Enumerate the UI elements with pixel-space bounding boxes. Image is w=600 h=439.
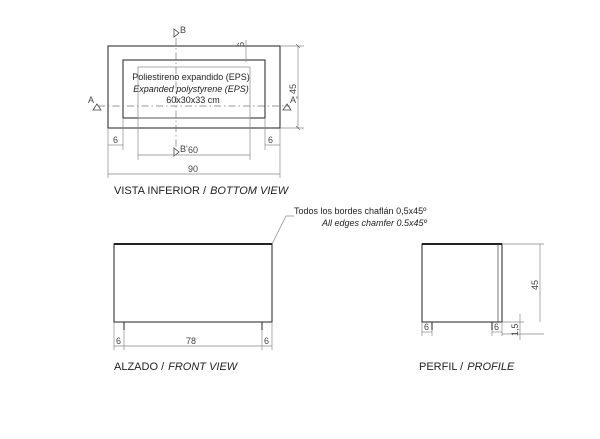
eps-size: 60x30x33 cm <box>166 95 220 105</box>
profile-view-title-es: PERFIL / <box>419 361 464 373</box>
section-a-label: A <box>88 95 94 105</box>
eps-label-en: Expanded polystyrene (EPS) <box>133 84 249 94</box>
bottom-view-title: VISTA INFERIOR /BOTTOM VIEW <box>114 185 290 197</box>
front-dim-right-6: 6 <box>264 336 269 346</box>
front-dim-inner-78: 78 <box>186 336 196 346</box>
front-view: 6 78 6 ALZADO /FRONT VIEW <box>113 243 273 373</box>
profile-dim-left-6: 6 <box>424 322 429 332</box>
profile-view-body <box>421 243 503 323</box>
section-b-label: B <box>180 25 186 35</box>
bottom-view: A A' B B' Poliestireno expandido (EPS) E… <box>88 25 304 197</box>
front-view-body <box>113 243 273 323</box>
chamfer-note-en: All edges chamfer 0.5x45º <box>321 218 428 228</box>
dim-inner-60: 60 <box>188 145 198 155</box>
section-a-arrow-icon <box>92 103 102 111</box>
section-a-prime-label: A' <box>290 95 298 105</box>
profile-view: 6 6 45 1,5 PERFIL /PROFILE <box>419 243 544 373</box>
dim-top-6: 6 <box>236 42 246 47</box>
eps-block <box>137 66 251 119</box>
section-a-prime-arrow-icon <box>282 103 292 111</box>
profile-dim-base-1-5: 1,5 <box>510 323 520 336</box>
dim-total-90: 90 <box>188 164 198 174</box>
bottom-view-title-es: VISTA INFERIOR / <box>114 185 207 197</box>
section-b-arrow-icon <box>173 28 180 38</box>
profile-view-title: PERFIL /PROFILE <box>419 361 515 373</box>
eps-label-es: Poliestireno expandido (EPS) <box>132 72 250 82</box>
front-view-title-en: FRONT VIEW <box>168 361 239 373</box>
front-view-title: ALZADO /FRONT VIEW <box>114 361 239 373</box>
dim-height-45: 45 <box>288 84 298 94</box>
profile-dim-height-45: 45 <box>530 280 540 290</box>
section-b-prime-arrow-icon <box>173 147 180 157</box>
dim-right-6: 6 <box>268 135 273 145</box>
profile-view-title-en: PROFILE <box>467 361 515 373</box>
chamfer-leader-line <box>271 215 294 245</box>
bottom-view-outer-frame <box>107 45 281 129</box>
chamfer-note-es: Todos los bordes chaflán 0,5x45º <box>294 206 427 216</box>
section-b-prime-label: B' <box>180 144 188 154</box>
dim-left-6: 6 <box>113 135 118 145</box>
chamfer-note: Todos los bordes chaflán 0,5x45º All edg… <box>271 206 428 245</box>
bottom-view-title-en: BOTTOM VIEW <box>210 185 290 197</box>
front-view-title-es: ALZADO / <box>114 361 165 373</box>
profile-dim-right-6: 6 <box>494 322 499 332</box>
front-dim-left-6: 6 <box>116 336 121 346</box>
